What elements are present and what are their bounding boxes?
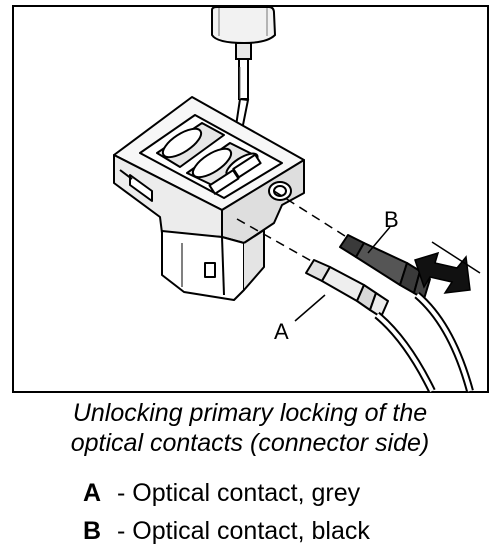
- legend-item-b: B - Optical contact, black: [83, 516, 370, 546]
- optical-contact-a: [305, 259, 436, 393]
- label-a: A: [274, 319, 289, 344]
- alignment-lines: [236, 190, 357, 268]
- connector-illustration: B A: [12, 5, 489, 393]
- legend-text-a: - Optical contact, grey: [117, 479, 361, 507]
- legend-key-b: B: [83, 517, 102, 545]
- legend-text-b: - Optical contact, black: [117, 517, 370, 545]
- legend-key-a: A: [83, 479, 102, 507]
- pull-direction-arrow-icon: [414, 241, 481, 294]
- caption-line-2: optical contacts (connector side): [70, 429, 430, 457]
- optical-contact-b: [339, 234, 474, 393]
- label-b: B: [384, 207, 399, 232]
- leader-lines: [294, 226, 391, 322]
- legend-item-a: A - Optical contact, grey: [83, 478, 360, 508]
- caption-line-1: Unlocking primary locking of the: [72, 399, 428, 427]
- figure-caption: Unlocking primary locking of the optical…: [0, 398, 500, 458]
